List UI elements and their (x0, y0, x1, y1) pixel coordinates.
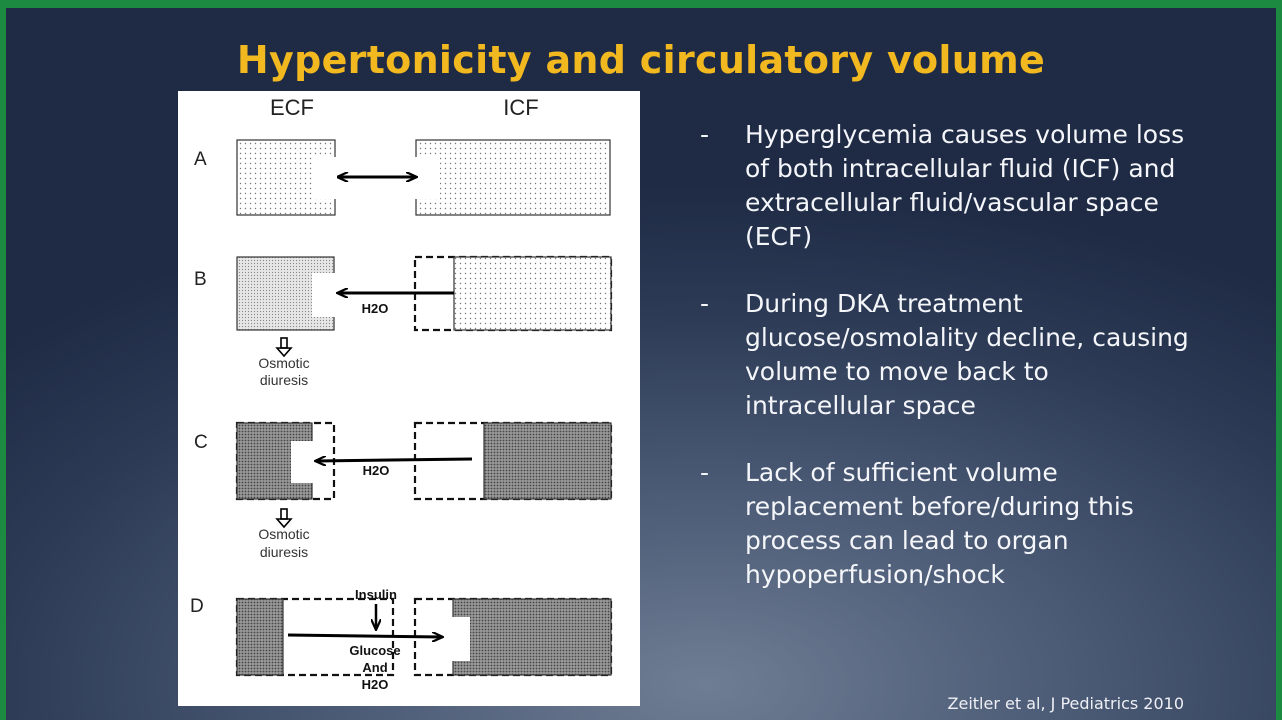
bullet-item: - Hyperglycemia causes volume loss of bo… (700, 118, 1200, 254)
row-c-water-label: H2O (363, 463, 390, 478)
row-d-arrow-line1: Glucose (349, 643, 400, 658)
row-b-note-line1: Osmotic (258, 355, 309, 371)
row-c-label: C (194, 432, 208, 453)
bullet-dash: - (700, 289, 710, 318)
row-c-water-arrow (316, 459, 473, 461)
row-d-icf-compartment (413, 597, 613, 677)
bullet-text: During DKA treatment glucose/osmolality … (745, 289, 1189, 420)
bullet-dash: - (700, 120, 710, 149)
row-b-label: B (194, 269, 207, 290)
row-a-ecf-compartment (236, 139, 337, 216)
row-a-icf-compartment (414, 139, 611, 216)
bullet-text: Lack of sufficient volume replacement be… (745, 458, 1134, 589)
bullet-item: - During DKA treatment glucose/osmolalit… (700, 287, 1200, 423)
row-d-label: D (190, 596, 204, 617)
row-d-glucose-arrow (287, 635, 442, 637)
icf-header: ICF (503, 95, 538, 120)
row-d-insulin-label: Insulin (355, 587, 397, 602)
row-c-icf-compartment (413, 421, 613, 501)
slide-title: Hypertonicity and circulatory volume (236, 38, 1046, 82)
bullet-dash: - (700, 458, 710, 487)
row-b-down-arrow (275, 337, 293, 358)
bullet-item: - Lack of sufficient volume replacement … (700, 456, 1200, 592)
row-c-ecf-compartment (235, 421, 336, 501)
row-b-ecf-compartment (236, 256, 336, 331)
row-d-arrow-line3: H2O (362, 677, 389, 692)
row-c-note-line2: diuresis (260, 544, 308, 560)
row-b-note-line2: diuresis (260, 372, 308, 388)
row-c-down-arrow (275, 508, 293, 529)
citation: Zeitler et al, J Pediatrics 2010 (947, 694, 1184, 713)
row-a-label: A (194, 149, 207, 170)
bullet-text: Hyperglycemia causes volume loss of both… (745, 120, 1185, 251)
bullet-list: - Hyperglycemia causes volume loss of bo… (700, 118, 1200, 625)
ecf-header: ECF (270, 95, 314, 120)
row-c-note-line1: Osmotic (258, 526, 309, 542)
diagram-svg: ECF ICF A B H2O Osmotic diuresis (190, 95, 613, 692)
row-b-water-label: H2O (362, 301, 389, 316)
fluid-shift-diagram: ECF ICF A B H2O Osmotic diuresis (178, 91, 640, 706)
row-d-arrow-line2: And (362, 660, 387, 675)
